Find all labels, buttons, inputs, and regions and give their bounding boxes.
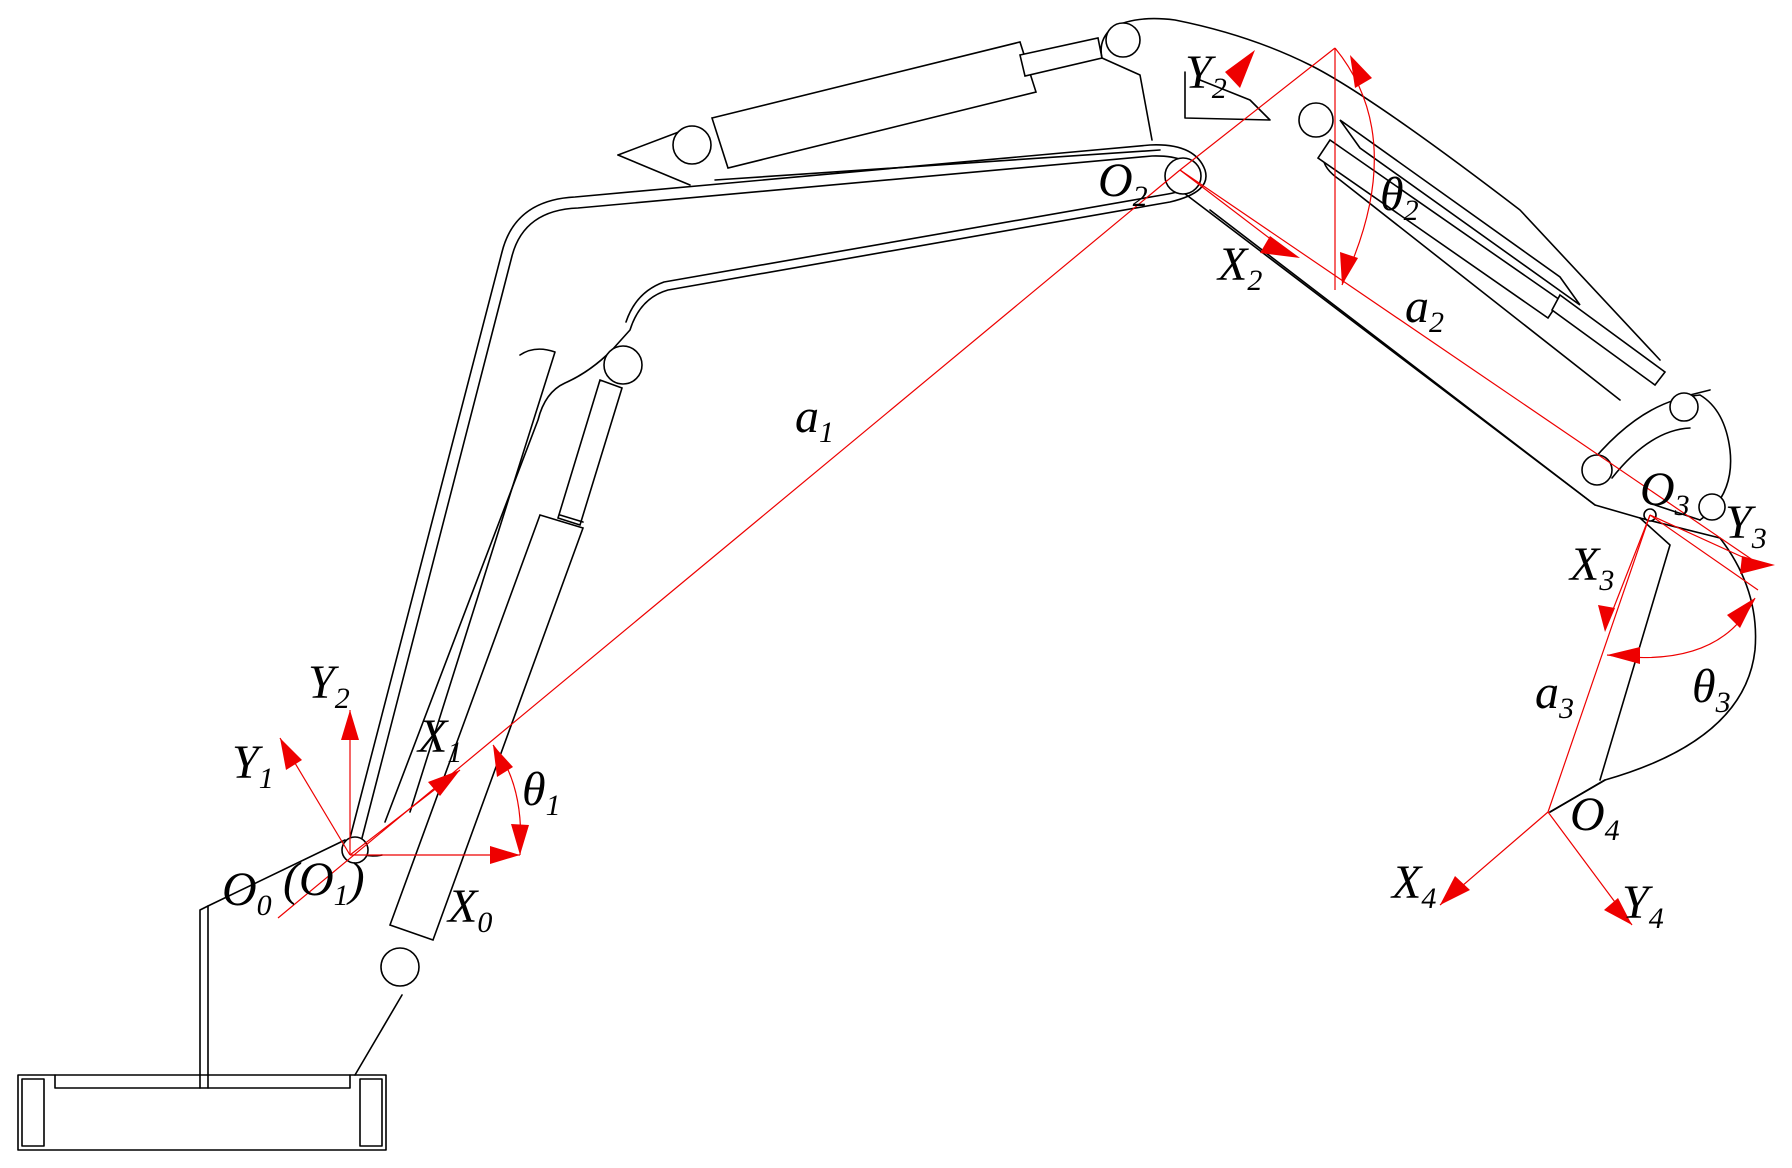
label-a3: a3 [1535,666,1574,725]
theta1-arrowhead-top [493,745,513,777]
theta3-arrowhead-right [1727,598,1755,628]
theta3-arc [1606,597,1756,659]
theta3-reference-line [1649,514,1759,591]
kinematic-annotations [277,47,1775,926]
bucket-cylinder [1316,119,1667,387]
label-x2: X2 [1216,238,1262,297]
boom-stick-joint-pin [1164,157,1202,195]
y3-axis [1649,514,1761,566]
excavator-base [17,839,403,1151]
theta2-arrowhead-bottom [1340,252,1358,285]
boom-cylinder-base-pin [380,947,420,987]
label-x0: X0 [446,880,492,939]
arm-cylinder-rod-pin [1105,22,1141,58]
y2-base-arrowhead [341,710,359,740]
arm-cylinder [710,37,1103,169]
label-y4: Y4 [1622,876,1664,935]
label-a2: a2 [1405,280,1444,339]
theta2-arrowhead-top [1350,55,1372,88]
y4-arrowhead [1604,898,1632,925]
label-o1: (O1) [283,853,365,912]
stick-bucket-pin-left [1581,454,1613,486]
label-theta3: θ3 [1692,660,1731,719]
x1-arrowhead [428,770,460,796]
label-y2: Y2 [1185,46,1227,105]
theta1-arrowhead-bottom [511,824,529,855]
label-theta2: θ2 [1380,168,1419,227]
a2-link-line [1179,169,1761,566]
base-pivot-pin [341,836,369,864]
label-o0: O0 [222,863,272,922]
bucket-link-pin [1669,392,1699,422]
y1-arrowhead [280,738,302,770]
label-x3: X3 [1568,538,1614,597]
x4-arrowhead [1440,876,1470,905]
stick-bucket-pin-right [1698,493,1726,521]
pivot-pins [341,22,1726,987]
label-theta1: θ1 [522,763,561,822]
stick-arm [1100,17,1661,519]
axis-arrowheads [280,50,1775,925]
boom [349,129,1207,857]
x2-axis [1179,169,1286,251]
boom-cylinder [388,378,623,942]
label-o3: O3 [1640,463,1690,522]
label-x4: X4 [1390,856,1436,915]
label-y2-base: Y2 [308,656,350,715]
boom-cylinder-rod-pin [603,345,643,385]
bucket-cylinder-base-pin [1298,102,1334,138]
arm-cylinder-base-pin [672,125,712,165]
x0-arrowhead [490,846,520,864]
y2-arrowhead [1225,50,1255,88]
x3-arrowhead [1598,605,1615,632]
theta3-arrowhead-left [1607,647,1640,664]
label-x1: X1 [416,710,462,769]
label-a1: a1 [795,390,834,449]
y3-arrowhead [1740,556,1775,574]
diagram-labels: O0 (O1) X0 Y1 Y2 X1 θ1 a1 O2 Y2 X2 [222,46,1767,939]
a1-link-line [277,169,1181,919]
label-y1: Y1 [232,736,274,795]
o2-y-axis-line [1179,47,1336,171]
label-o2: O2 [1098,154,1148,213]
x2-arrowhead [1260,236,1300,258]
label-o4: O4 [1570,788,1620,847]
theta2-arc [1334,47,1375,286]
a3-link-line [1547,514,1651,813]
label-y3: Y3 [1725,496,1767,555]
bucket [1549,389,1757,813]
